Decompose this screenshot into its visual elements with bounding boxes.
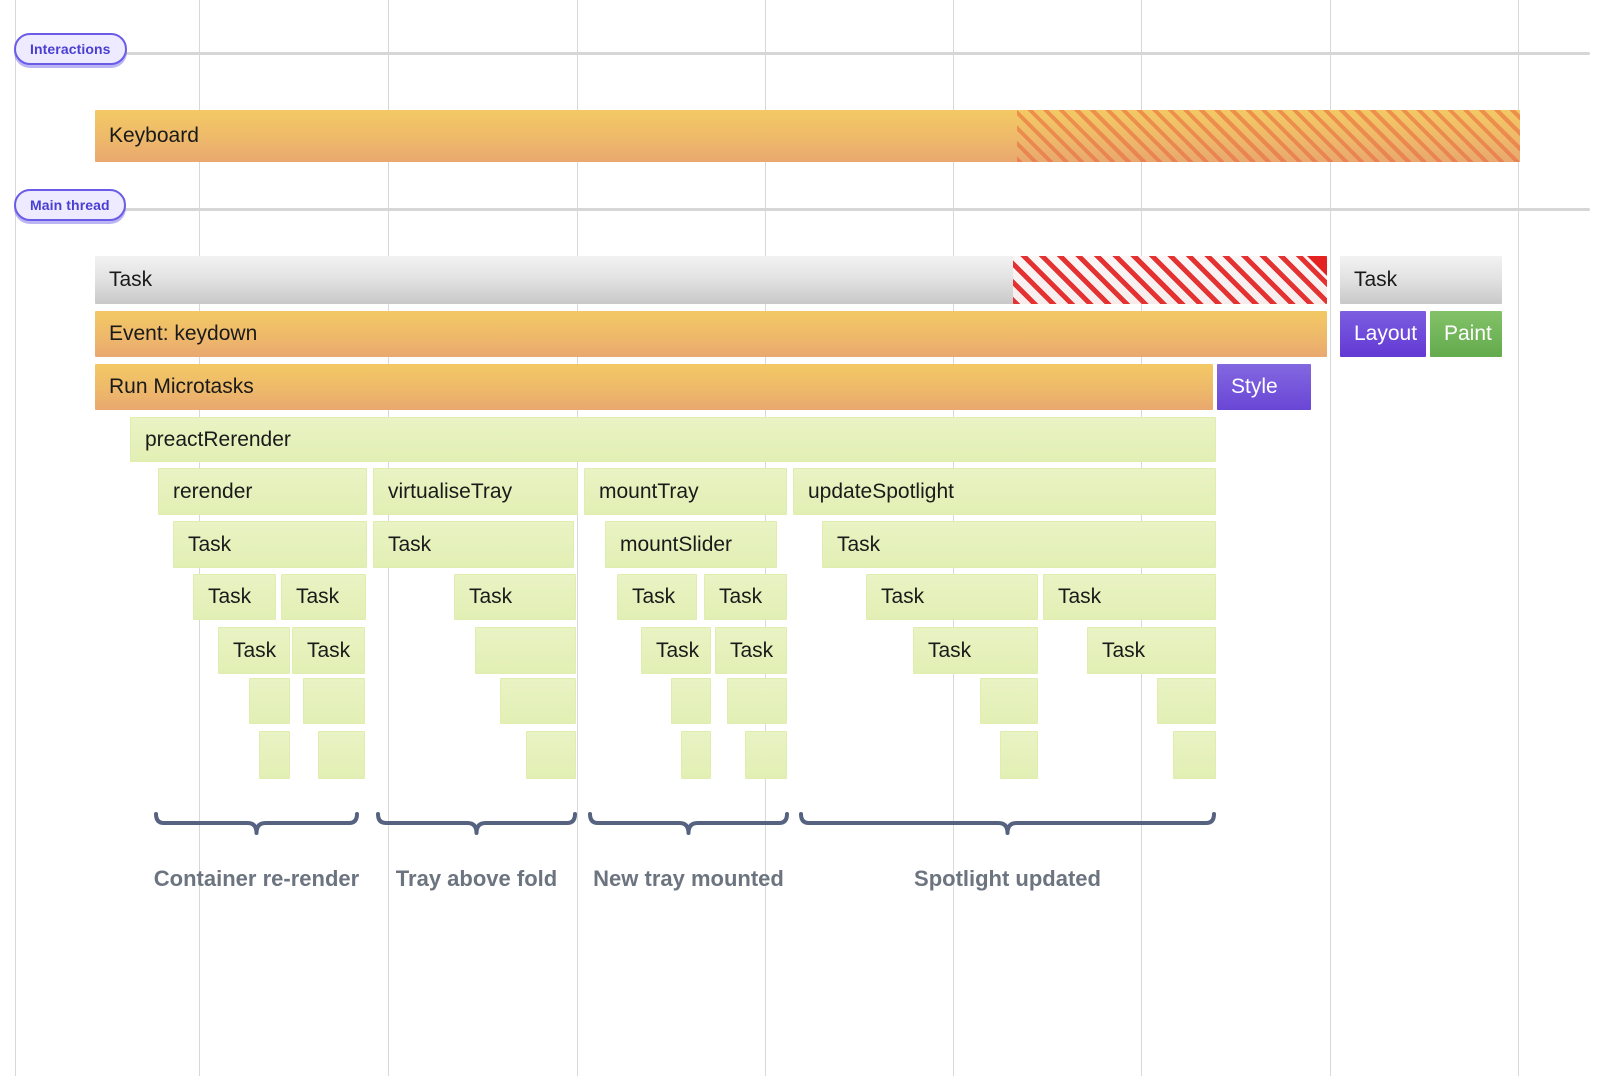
- frame-r7-block[interactable]: [475, 627, 576, 674]
- frame-r8-block[interactable]: [249, 678, 290, 724]
- block-label: Task: [296, 585, 340, 608]
- track-divider-1: [15, 208, 1590, 211]
- frame-r4-rerender[interactable]: rerender: [158, 468, 367, 515]
- frame-r7-task[interactable]: Task: [641, 627, 711, 674]
- frame-r4-virtualisetray[interactable]: virtualiseTray: [373, 468, 578, 515]
- block-label: mountTray: [599, 479, 699, 503]
- frame-r9-block[interactable]: [745, 731, 787, 779]
- frame-r2-style[interactable]: Style: [1217, 364, 1311, 410]
- frame-r3-preactrerender[interactable]: preactRerender: [130, 417, 1216, 462]
- frame-r1-layout[interactable]: Layout: [1340, 311, 1426, 357]
- annotation-brace-2: [589, 812, 788, 838]
- annotation-brace-1: [377, 812, 576, 838]
- annotation-brace-3: [800, 812, 1215, 838]
- frame-r7-task[interactable]: Task: [1087, 627, 1216, 674]
- block-label: Task: [656, 638, 700, 662]
- frame-r8-block[interactable]: [500, 678, 576, 724]
- frame-r7-task[interactable]: Task: [715, 627, 787, 674]
- block-label: Event: keydown: [109, 322, 258, 345]
- frame-r8-block[interactable]: [727, 678, 787, 724]
- annotation-label-1: Tray above fold: [395, 866, 558, 891]
- frame-r9-block[interactable]: [681, 731, 711, 779]
- frame-r6-task[interactable]: Task: [866, 574, 1038, 620]
- frame-r4-updatespotlight[interactable]: updateSpotlight: [793, 468, 1216, 515]
- frame-r5-task[interactable]: Task: [173, 521, 367, 568]
- block-label: Task: [730, 638, 774, 662]
- frame-r6-task[interactable]: Task: [704, 574, 787, 620]
- frame-r5-task[interactable]: Task: [373, 521, 574, 568]
- block-label: updateSpotlight: [808, 479, 954, 503]
- track-pill-interactions[interactable]: Interactions: [14, 33, 127, 65]
- annotation-brace-0: [155, 812, 358, 838]
- block-label: Task: [307, 638, 351, 662]
- track-divider-0: [15, 52, 1590, 55]
- block-label: Task: [837, 532, 881, 556]
- block-label: mountSlider: [620, 532, 733, 556]
- frame-r7-task[interactable]: Task: [218, 627, 290, 674]
- warning-triangle-icon: [1307, 256, 1327, 276]
- block-label: Task: [208, 585, 252, 608]
- gridline-0: [15, 0, 16, 1076]
- annotation-label-2: New tray mounted: [593, 866, 784, 891]
- frame-r7-task[interactable]: Task: [292, 627, 365, 674]
- frame-r6-task[interactable]: Task: [193, 574, 276, 620]
- gridline-8: [1518, 0, 1519, 1076]
- annotation-label-3: Spotlight updated: [914, 866, 1101, 891]
- block-label: preactRerender: [145, 427, 291, 451]
- block-label: Run Microtasks: [109, 375, 254, 398]
- frame-r6-task[interactable]: Task: [617, 574, 697, 620]
- block-label: Task: [632, 585, 676, 608]
- frame-r6-task[interactable]: Task: [281, 574, 366, 620]
- block-label: Task: [928, 638, 972, 662]
- frame-r8-block[interactable]: [303, 678, 365, 724]
- frame-r8-block[interactable]: [671, 678, 711, 724]
- block-label: Style: [1231, 375, 1278, 398]
- block-label: Keyboard: [109, 124, 199, 147]
- block-label: Paint: [1444, 322, 1492, 345]
- interaction-hatch-overlay: [1017, 110, 1520, 162]
- frame-r7-task[interactable]: Task: [913, 627, 1038, 674]
- gridline-7: [1330, 0, 1331, 1076]
- track-pill-main-thread[interactable]: Main thread: [14, 189, 126, 221]
- frame-r6-task[interactable]: Task: [454, 574, 576, 620]
- frame-r1-event-keydown[interactable]: Event: keydown: [95, 311, 1327, 357]
- block-label: Task: [1102, 638, 1146, 662]
- frame-r0-hatch-overlay: [1013, 256, 1327, 304]
- block-label: rerender: [173, 479, 253, 503]
- frame-r9-block[interactable]: [259, 731, 290, 779]
- frame-r9-block[interactable]: [1000, 731, 1038, 779]
- annotation-label-0: Container re-render: [153, 866, 360, 891]
- block-label: Task: [388, 532, 432, 556]
- block-label: Task: [1058, 585, 1102, 608]
- block-label: Task: [233, 638, 277, 662]
- frame-r0-task[interactable]: Task: [1340, 256, 1502, 304]
- gridline-3: [577, 0, 578, 1076]
- frame-r6-task[interactable]: Task: [1043, 574, 1216, 620]
- frame-r5-task[interactable]: Task: [822, 521, 1216, 568]
- block-label: Task: [469, 585, 513, 608]
- frame-r5-mountslider[interactable]: mountSlider: [605, 521, 777, 568]
- frame-r2-run-microtasks[interactable]: Run Microtasks: [95, 364, 1213, 410]
- block-label: Task: [719, 585, 763, 608]
- frame-r9-block[interactable]: [318, 731, 365, 779]
- block-label: Layout: [1354, 322, 1418, 345]
- frame-r9-block[interactable]: [1173, 731, 1216, 779]
- frame-r1-paint[interactable]: Paint: [1430, 311, 1502, 357]
- frame-r8-block[interactable]: [1157, 678, 1216, 724]
- block-label: Task: [881, 585, 925, 608]
- frame-r8-block[interactable]: [980, 678, 1038, 724]
- block-label: Task: [109, 268, 153, 291]
- frame-r4-mounttray[interactable]: mountTray: [584, 468, 787, 515]
- block-label: Task: [1354, 268, 1398, 291]
- frame-r9-block[interactable]: [526, 731, 576, 779]
- block-label: virtualiseTray: [388, 479, 513, 503]
- block-label: Task: [188, 532, 232, 556]
